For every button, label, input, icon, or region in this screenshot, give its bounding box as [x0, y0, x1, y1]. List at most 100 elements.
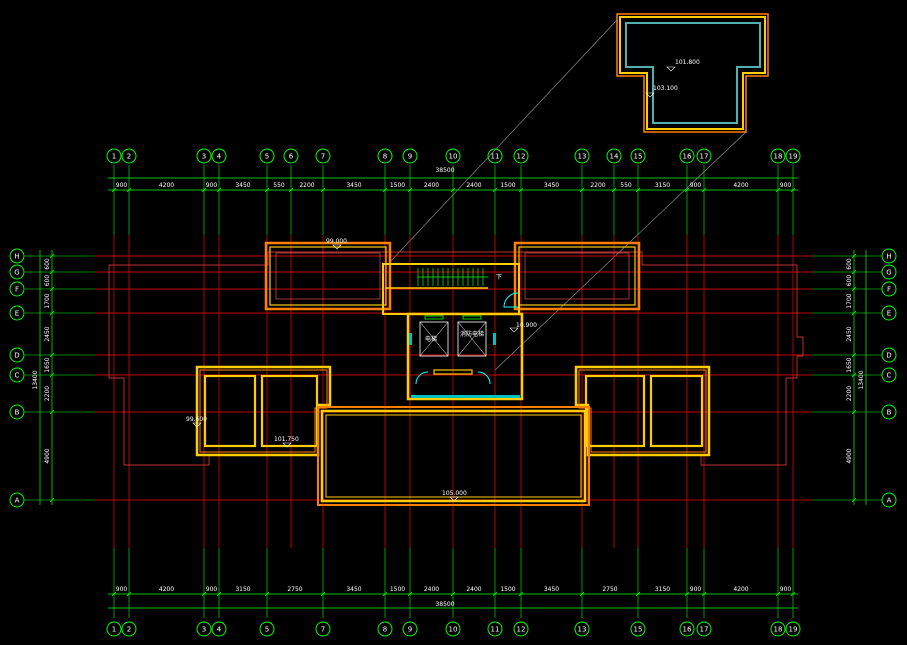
elev-core-right-mark [509, 327, 519, 333]
axis-left-B-label: B [15, 409, 20, 417]
tick-bottom-16 [790, 591, 796, 597]
dim-bottom-3: 3150 [235, 586, 250, 593]
stair-direction-label: 下 [496, 274, 502, 281]
dim-top-14: 3150 [655, 182, 670, 189]
dim-bottom-4: 2750 [287, 586, 302, 593]
dim-top-10: 1500 [500, 182, 515, 189]
dim-left-6: 4900 [44, 448, 51, 463]
lower-right-outer-wall [574, 365, 711, 457]
tick-left-0 [49, 253, 55, 259]
core-cyan-left [409, 333, 412, 345]
axis-top-14-circle [606, 148, 622, 164]
axis-top-8-circle [377, 148, 393, 164]
axis-bottom-17-circle [696, 621, 712, 637]
axis-bottom-11-circle [487, 621, 503, 637]
dim-left-3: 2450 [44, 326, 51, 341]
detail-inset: 101.800 103.100 [616, 13, 769, 133]
door-swing-bottom-left [415, 371, 429, 385]
dim-top-17: 900 [780, 182, 792, 189]
tick-top-3 [216, 187, 222, 193]
tick-top-14 [635, 187, 641, 193]
axis-left-B-circle [9, 404, 25, 420]
tick-left-2 [49, 286, 55, 292]
tick-right-0 [851, 253, 857, 259]
tick-bottom-6 [382, 591, 388, 597]
elev-roof-main: 105.000 [442, 490, 467, 497]
stair-treads [417, 268, 488, 286]
axis-bottom-12-label: 12 [517, 626, 526, 634]
dim-top-3: 3450 [235, 182, 250, 189]
axis-bottom-9-label: 9 [408, 626, 412, 634]
axis-right-C-label: C [887, 372, 892, 380]
elevator-left-label: 电梯 [425, 335, 437, 343]
axis-bottom-4-label: 4 [217, 626, 222, 634]
axis-top-10-label: 10 [449, 153, 458, 161]
axis-left-A-circle [9, 492, 25, 508]
dim-bottom-15: 900 [780, 586, 792, 593]
axis-bottom-18-label: 18 [774, 626, 783, 634]
upper-right-wall [513, 241, 641, 311]
detail-outline-cyan [625, 22, 761, 124]
door-swing-bottom-right [477, 371, 491, 385]
axis-top-1-label: 1 [112, 153, 116, 161]
leader-line-1 [389, 19, 618, 263]
tick-top-13 [611, 187, 617, 193]
tick-left-1 [49, 269, 55, 275]
axis-top-2-label: 2 [127, 153, 131, 161]
tick-bottom-8 [450, 591, 456, 597]
lower-left-outer-wall [195, 365, 332, 457]
axis-top-6-label: 6 [289, 153, 294, 161]
core-block: 下 电梯 消防电梯 [382, 263, 524, 401]
axis-bottom-19-label: 19 [789, 626, 798, 634]
axis-right-D-label: D [886, 352, 891, 360]
dim-top-11: 3450 [544, 182, 559, 189]
tick-bottom-9 [492, 591, 498, 597]
leader-line-2 [494, 131, 747, 371]
axis-top-7-circle [315, 148, 331, 164]
axis-top-18-circle [770, 148, 786, 164]
dim-top-2: 900 [206, 182, 218, 189]
axis-top-12-label: 12 [517, 153, 526, 161]
elevator-left-x2 [419, 321, 449, 357]
axis-bottom-5-label: 5 [265, 626, 269, 634]
vertical-grid-lines [113, 165, 794, 618]
axis-left-H-circle [9, 248, 25, 264]
elev-roof-left: 99.000 [326, 238, 347, 245]
dim-top-16: 4200 [733, 182, 748, 189]
axis-top-13-circle [574, 148, 590, 164]
dim-bottom-1: 4200 [159, 586, 174, 593]
axis-top-16-label: 16 [683, 153, 692, 161]
axis-top-14-label: 14 [610, 153, 619, 161]
axis-top-16-circle [679, 148, 695, 164]
elevator-left-shaft [419, 321, 449, 357]
axis-bottom-13-label: 13 [578, 626, 587, 634]
axis-right-E-label: E [887, 310, 891, 318]
axis-bottom-16-circle [679, 621, 695, 637]
axis-bottom-3-circle [196, 621, 212, 637]
axis-top-13-label: 13 [578, 153, 587, 161]
elev-roof-main-mark [449, 496, 459, 502]
dim-top-7: 1500 [390, 182, 405, 189]
elev-roof-left-mark [332, 244, 342, 250]
dim-bottom-6: 1500 [390, 586, 405, 593]
axis-left-C-label: C [15, 372, 20, 380]
tick-top-10 [492, 187, 498, 193]
axis-bottom-19-circle [785, 621, 801, 637]
dim-bottom-11: 2750 [602, 586, 617, 593]
dim-left-1: 600 [44, 275, 51, 287]
central-wall [320, 409, 587, 503]
axis-right-B-circle [881, 404, 897, 420]
axis-bottom-2-circle [121, 621, 137, 637]
axis-top-3-label: 3 [202, 153, 206, 161]
axis-top-11-circle [487, 148, 503, 164]
axis-top-18-label: 18 [774, 153, 783, 161]
axis-bottom-7-label: 7 [321, 626, 325, 634]
central-outer-wall [317, 406, 590, 506]
dim-top-13: 550 [620, 182, 632, 189]
detail-outline-yellow [619, 16, 766, 130]
dim-top-8: 2400 [424, 182, 439, 189]
lower-left-room-1 [203, 374, 257, 448]
axis-top-4-circle [211, 148, 227, 164]
axis-bottom-18-circle [770, 621, 786, 637]
